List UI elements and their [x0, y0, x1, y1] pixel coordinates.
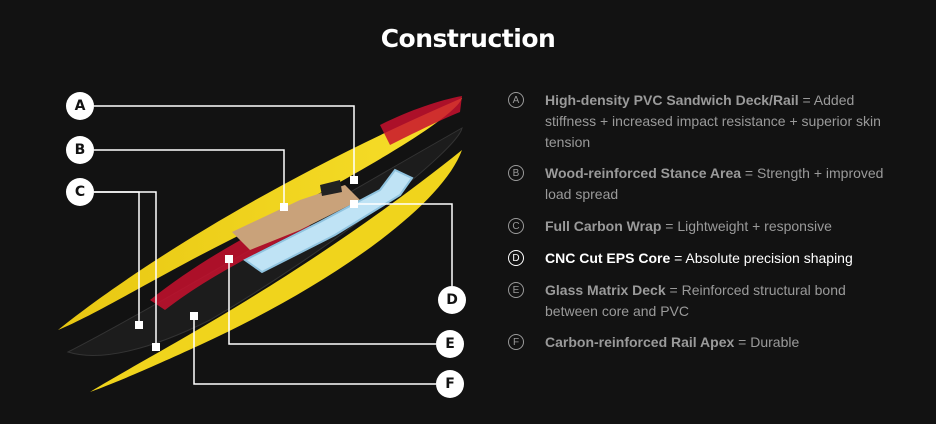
legend-desc-e: = Reinforced structural bond between cor…: [545, 282, 846, 319]
legend-name-a: High-density PVC Sandwich Deck/Rail: [545, 92, 799, 108]
legend-item-d[interactable]: D CNC Cut EPS Core = Absolute precision …: [508, 248, 908, 269]
callout-badge-c[interactable]: C: [66, 178, 94, 206]
legend-item-e[interactable]: E Glass Matrix Deck = Reinforced structu…: [508, 280, 908, 322]
leader-line-f: [193, 316, 436, 385]
leader-line-d: [354, 203, 453, 286]
callout-badge-e[interactable]: E: [436, 330, 464, 358]
legend-marker-b: B: [508, 165, 524, 181]
anchor-a: [350, 176, 358, 184]
legend-desc-a: = Added stiffness + increased impact res…: [545, 92, 881, 150]
legend-name-e: Glass Matrix Deck: [545, 282, 666, 298]
legend-item-a[interactable]: A High-density PVC Sandwich Deck/Rail = …: [508, 90, 908, 153]
legend-name-d: CNC Cut EPS Core: [545, 250, 671, 266]
board-wood-stance: [232, 185, 360, 250]
anchor-d: [350, 200, 358, 208]
legend-marker-c: C: [508, 218, 524, 234]
callout-badge-a[interactable]: A: [66, 92, 94, 120]
legend-marker-f: F: [508, 334, 524, 350]
legend-marker-a: A: [508, 92, 524, 108]
leader-line-c2: [94, 191, 157, 347]
board-core-detail: [320, 180, 342, 196]
legend-name-b: Wood-reinforced Stance Area: [545, 165, 742, 181]
callout-badge-f[interactable]: F: [436, 370, 464, 398]
leader-line-a: [94, 105, 355, 180]
leader-line-b: [94, 149, 285, 207]
anchor-b: [280, 203, 288, 211]
legend-desc-d: = Absolute precision shaping: [670, 250, 853, 266]
callout-badge-b[interactable]: B: [66, 136, 94, 164]
anchor-f: [190, 312, 198, 320]
legend-desc-f: = Durable: [734, 334, 800, 350]
board-eps-core: [243, 168, 414, 274]
legend-desc-b: = Strength + improved load spread: [545, 165, 884, 202]
legend-item-c[interactable]: C Full Carbon Wrap = Lightweight + respo…: [508, 216, 908, 237]
anchor-c2: [152, 343, 160, 351]
legend-marker-e: E: [508, 282, 524, 298]
legend-item-b[interactable]: B Wood-reinforced Stance Area = Strength…: [508, 163, 908, 205]
legend-name-c: Full Carbon Wrap: [545, 218, 662, 234]
legend-name-f: Carbon-reinforced Rail Apex: [545, 334, 735, 350]
callout-badge-d[interactable]: D: [438, 286, 466, 314]
anchor-c1: [135, 321, 143, 329]
board-deck: [58, 98, 462, 330]
legend-marker-d: D: [508, 250, 524, 266]
leader-line-e: [228, 259, 436, 345]
board-red-graphic-nose: [380, 96, 462, 145]
page-title: Construction: [380, 24, 556, 53]
anchor-e: [225, 255, 233, 263]
legend-desc-c: = Lightweight + responsive: [661, 218, 832, 234]
legend-item-f[interactable]: F Carbon-reinforced Rail Apex = Durable: [508, 332, 908, 353]
